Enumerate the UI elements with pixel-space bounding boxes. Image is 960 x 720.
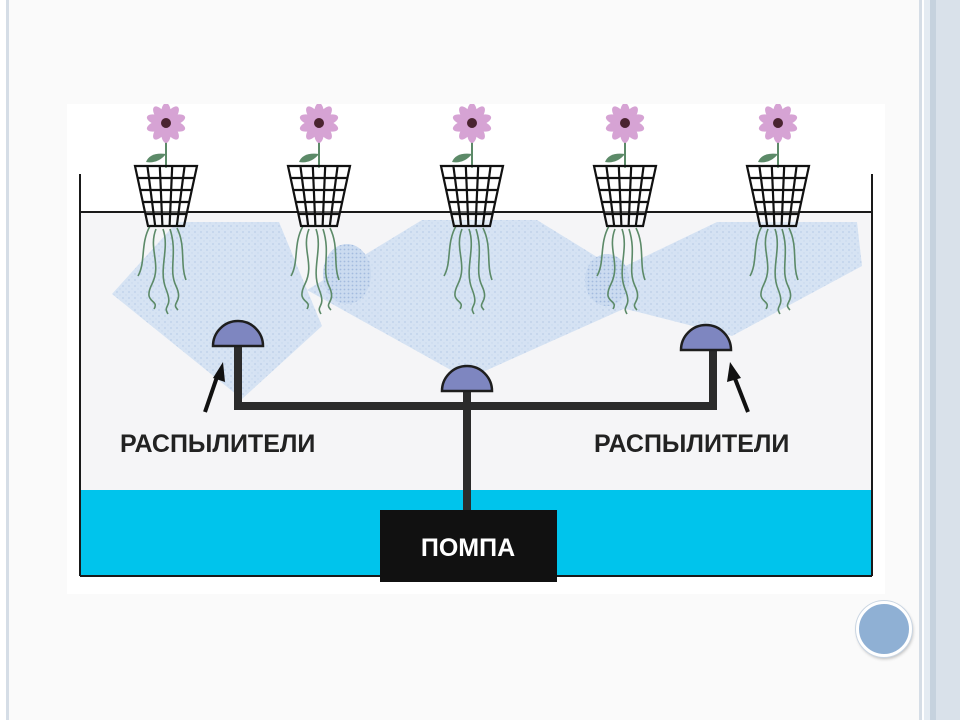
plant-roots <box>596 225 646 315</box>
plant-roots <box>137 225 187 315</box>
net-basket <box>592 164 658 228</box>
plant-leaf <box>299 153 319 163</box>
side-decor-band <box>924 0 960 720</box>
flower-icon <box>146 104 186 143</box>
plant <box>592 104 658 315</box>
aeroponics-diagram: РАСПЫЛИТЕЛИ РАСПЫЛИТЕЛИ ПОМПА <box>67 104 885 594</box>
pump-box <box>380 510 557 582</box>
flower-icon <box>299 104 339 143</box>
flower-icon <box>758 104 798 143</box>
flower-icon <box>452 104 492 143</box>
mist-dense-2 <box>585 254 629 306</box>
net-basket <box>133 164 199 228</box>
arrows <box>203 362 750 413</box>
sprayers-label-left: РАСПЫЛИТЕЛИ <box>120 430 315 458</box>
plant-leaf <box>605 153 625 163</box>
mist-zone-right <box>567 222 862 336</box>
mist-zone-left <box>112 222 322 399</box>
plant <box>439 104 505 315</box>
arrow-right <box>732 375 750 413</box>
sprayers-label-right: РАСПЫЛИТЕЛИ <box>594 430 789 458</box>
sprayer-right <box>679 323 733 352</box>
plant-leaf <box>452 153 472 163</box>
net-basket <box>439 164 505 228</box>
mist-dense-1 <box>323 244 371 304</box>
sprayer-center <box>440 364 494 393</box>
pipe-network <box>234 334 717 520</box>
mist-zone-center <box>307 220 657 379</box>
flower-icon <box>605 104 645 143</box>
plant-leaf <box>146 153 166 163</box>
plant-roots <box>749 225 799 315</box>
plant-leaf <box>758 153 778 163</box>
arrow-left <box>203 373 220 413</box>
decor-circle-icon <box>856 601 912 657</box>
arrow-right-head <box>727 362 741 382</box>
arrow-left-head <box>213 362 225 382</box>
pump-label: ПОМПА <box>421 534 515 562</box>
plant <box>286 104 352 315</box>
sprayer-left <box>211 319 265 348</box>
plant <box>133 104 199 315</box>
plant-roots <box>443 225 493 315</box>
plant <box>745 104 811 315</box>
net-basket <box>745 164 811 228</box>
plant-roots <box>290 225 340 315</box>
net-basket <box>286 164 352 228</box>
plants <box>133 104 811 315</box>
sprayers <box>211 319 733 393</box>
